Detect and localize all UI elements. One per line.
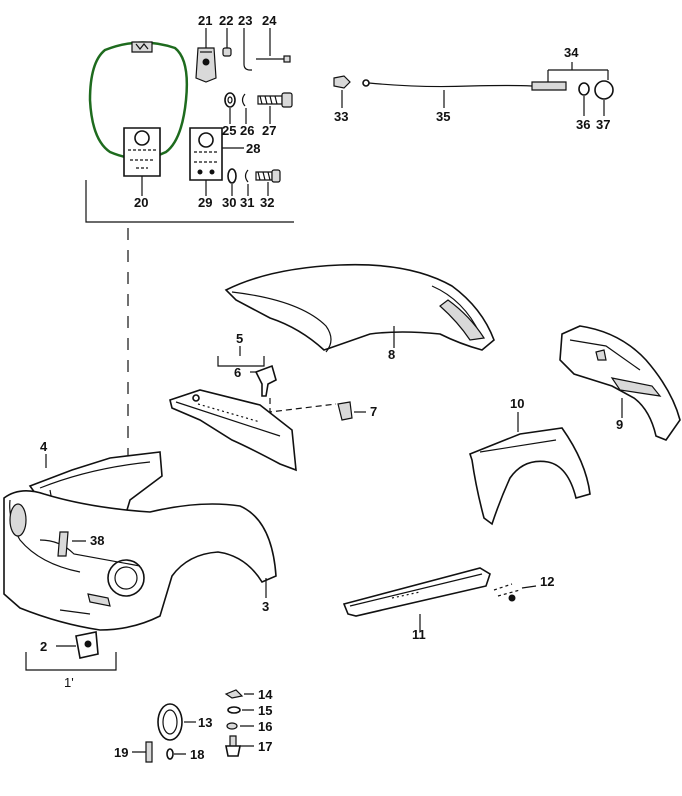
callout-37: 37 [596, 117, 611, 132]
callout-28: 28 [246, 141, 261, 156]
callout-29: 29 [198, 195, 213, 210]
callout-38: 38 [90, 533, 105, 548]
callout-34: 34 [564, 45, 579, 60]
callout-25: 25 [222, 123, 237, 138]
callout-24: 24 [262, 13, 277, 28]
screw-part-17[interactable] [225, 735, 241, 757]
lockwasher-part-31[interactable] [244, 169, 249, 183]
socket-part-7[interactable] [337, 401, 353, 421]
callout-15: 15 [258, 703, 273, 718]
callout-11: 11 [412, 627, 426, 642]
pin-part-19[interactable] [145, 741, 153, 763]
callout-36: 36 [576, 117, 591, 132]
callout-35: 35 [436, 109, 451, 124]
front-fender-part-3[interactable] [3, 490, 277, 631]
callout-23: 23 [238, 13, 253, 28]
callout-7: 7 [370, 404, 378, 419]
clip-part-14[interactable] [224, 689, 244, 699]
callout-5: 5 [236, 331, 244, 346]
lockwasher-part-26[interactable] [241, 93, 246, 107]
hood-lid-outline [88, 41, 189, 160]
washer-part-25[interactable] [224, 92, 236, 108]
callout-31: 31 [240, 195, 255, 210]
callout-18: 18 [190, 747, 205, 762]
bracket-part-2[interactable] [75, 631, 99, 659]
nut-part-22[interactable] [222, 47, 232, 57]
seal-part-38[interactable] [57, 531, 69, 557]
roof-panel-part-8[interactable] [224, 263, 495, 353]
bracket-part-6[interactable] [254, 364, 277, 397]
callout-8: 8 [388, 347, 396, 362]
callout-22: 22 [219, 13, 234, 28]
callout-6: 6 [234, 365, 242, 380]
headlamp-ring-part-13[interactable] [157, 703, 183, 741]
callout-20: 20 [134, 195, 149, 210]
callout-10: 10 [510, 396, 525, 411]
latch-plate-part-29[interactable] [189, 127, 223, 181]
callout-26: 26 [240, 123, 255, 138]
callout-16: 16 [258, 719, 273, 734]
callout-1: 1' [64, 675, 74, 690]
washer-part-30[interactable] [227, 168, 237, 184]
callout-9: 9 [616, 417, 624, 432]
screw-part-27[interactable] [257, 92, 293, 108]
callout-4: 4 [40, 439, 48, 454]
callout-3: 3 [262, 599, 270, 614]
callout-2: 2 [40, 639, 48, 654]
callout-32: 32 [260, 195, 275, 210]
rear-fender-part-10[interactable] [469, 427, 591, 526]
washer-part-36[interactable] [578, 82, 590, 96]
lock-bracket-part-21[interactable] [195, 47, 217, 83]
release-cable-part-35[interactable] [362, 79, 567, 91]
grommet-part-18[interactable] [166, 748, 174, 760]
callout-33: 33 [334, 109, 349, 124]
cowl-panel-part-5[interactable] [169, 389, 297, 472]
screw-part-32[interactable] [255, 169, 281, 183]
bolt-part-24[interactable] [256, 55, 291, 63]
washer-part-15[interactable] [227, 706, 241, 714]
callout-12: 12 [540, 574, 555, 589]
rear-panel-part-9[interactable] [559, 325, 681, 441]
callout-27: 27 [262, 123, 277, 138]
callout-21: 21 [198, 13, 213, 28]
nut-part-16[interactable] [226, 722, 238, 730]
callout-14: 14 [258, 687, 273, 702]
callout-30: 30 [222, 195, 237, 210]
callout-17: 17 [258, 739, 273, 754]
fastener-part-12[interactable] [493, 583, 521, 602]
callout-19: 19 [114, 745, 129, 760]
rocker-panel-part-11[interactable] [342, 567, 491, 617]
grommet-part-33[interactable] [333, 75, 351, 89]
knob-part-37[interactable] [594, 80, 614, 100]
callout-13: 13 [198, 715, 213, 730]
hood-lid-part-20[interactable] [88, 41, 189, 177]
spring-clip-part-23[interactable] [243, 50, 252, 71]
